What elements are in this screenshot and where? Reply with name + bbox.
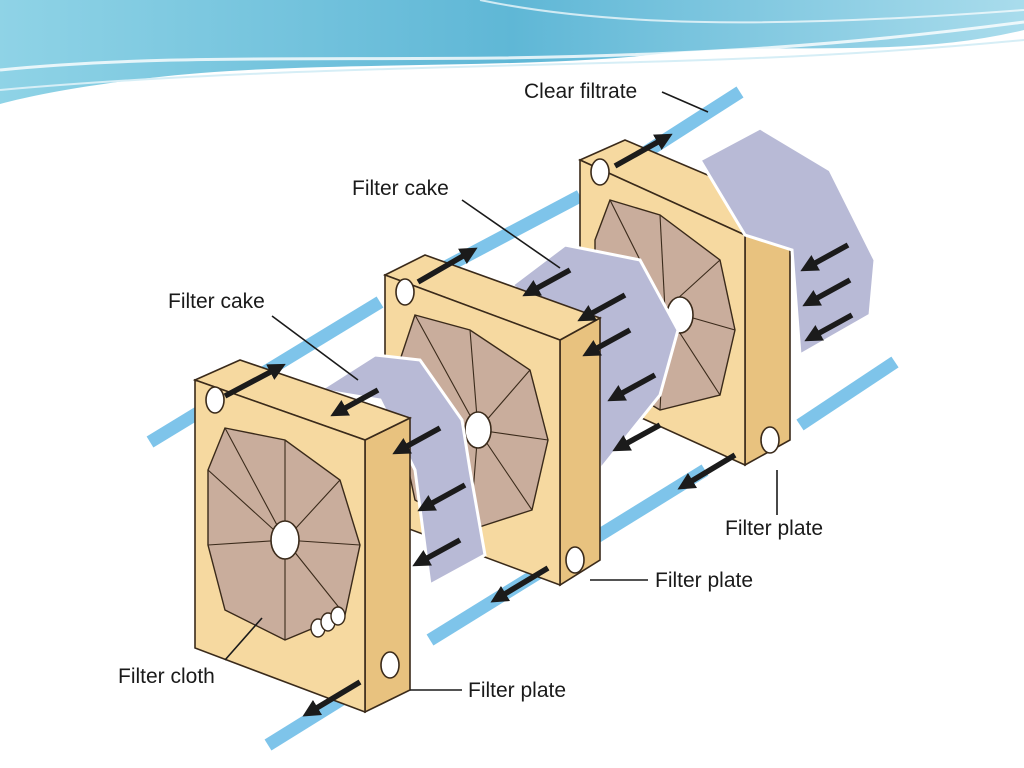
filter-plate-front — [192, 359, 413, 714]
outlet-tubes — [310, 606, 346, 638]
label-filter-plate-middle: Filter plate — [655, 569, 753, 592]
flow-arrows-cake — [330, 242, 854, 567]
label-filter-cake-left: Filter cake — [168, 290, 265, 313]
leader-lines — [224, 91, 778, 691]
label-clear-filtrate: Clear filtrate — [524, 80, 637, 103]
label-filter-cake-upper: Filter cake — [352, 177, 449, 200]
label-filter-plate-bottom: Filter plate — [468, 679, 566, 702]
flow-arrows-top — [223, 133, 673, 399]
bottom-pipe-right — [796, 356, 899, 431]
flow-arrows-bottom — [302, 452, 737, 717]
slide-header-wave — [0, 0, 1024, 104]
label-filter-plate-right: Filter plate — [725, 517, 823, 540]
filter-cake-back — [697, 126, 877, 358]
label-filter-cloth: Filter cloth — [118, 665, 215, 688]
